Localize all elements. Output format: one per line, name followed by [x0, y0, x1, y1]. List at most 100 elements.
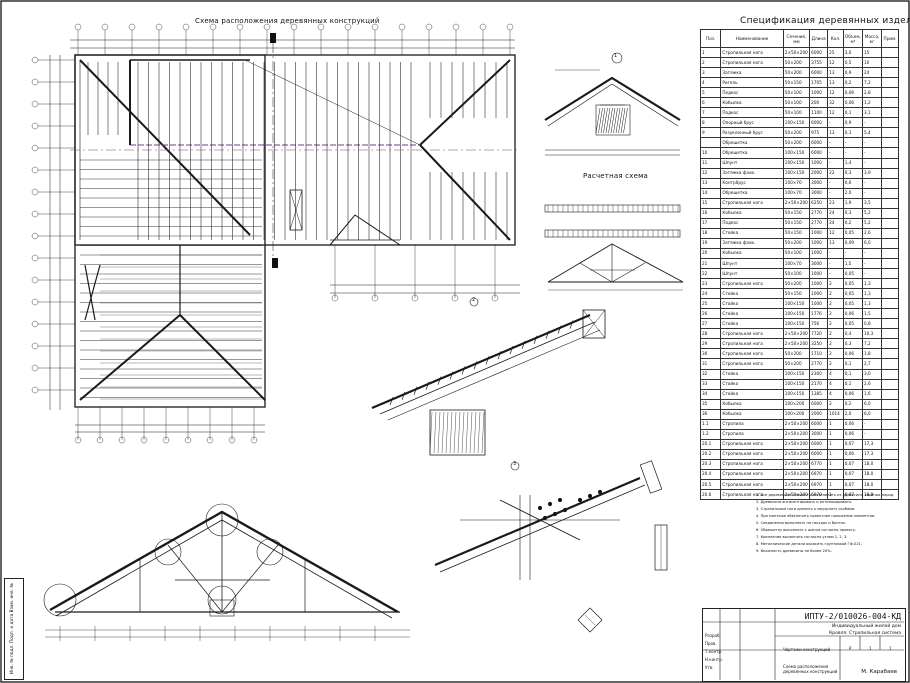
- spec-cell: 23: [699, 278, 722, 290]
- spec-cell: 0,1: [842, 127, 863, 139]
- spec-cell: Стропильная нога: [720, 46, 784, 59]
- spec-cell: Стропильная нога: [720, 338, 784, 350]
- spec-cell: [881, 46, 899, 59]
- role-tech-control: Т.контр.: [705, 649, 723, 654]
- spec-cell: 24: [827, 207, 844, 219]
- spec-cell: 6000: [809, 438, 829, 450]
- spec-cell: 32: [699, 368, 722, 380]
- spec-cell: 2×50×200: [782, 328, 811, 340]
- spec-cell: 30: [699, 348, 722, 360]
- spec-cell: 6000: [809, 147, 829, 159]
- spec-cell: 13: [827, 67, 844, 79]
- spec-cell: 1,5: [842, 257, 863, 270]
- spec-cell: 7,2: [861, 77, 883, 89]
- spec-cell: -: [861, 157, 883, 169]
- spec-cell: 0,1: [842, 358, 863, 370]
- spec-cell: 18,0: [861, 458, 883, 470]
- spec-cell: 0,05: [842, 268, 863, 280]
- spec-cell: 1,6: [861, 388, 883, 400]
- spec-cell: 1,4: [842, 157, 863, 169]
- spec-cell: Стропила: [720, 418, 784, 430]
- spec-header-cell: Объем, м³: [842, 29, 863, 48]
- spec-cell: 1: [827, 418, 844, 430]
- spec-cell: 0,05: [842, 278, 863, 290]
- spec-cell: 2: [699, 57, 722, 69]
- spec-cell: 100×150: [782, 117, 811, 129]
- spec-cell: 6000: [809, 67, 829, 79]
- spec-cell: 17,3: [861, 448, 883, 460]
- spec-cell: -: [861, 428, 883, 440]
- spec-cell: 20.4: [699, 468, 722, 481]
- spec-cell: 2770: [809, 358, 829, 370]
- spec-header-cell: Наименование: [720, 29, 784, 48]
- spec-cell: 10,3: [861, 328, 883, 340]
- spec-cell: -: [827, 137, 844, 149]
- spec-cell: 1.1: [699, 418, 722, 430]
- spec-cell: 50×150: [782, 217, 811, 229]
- spec-cell: Подкос: [720, 107, 784, 119]
- spec-cell: 2: [827, 348, 844, 360]
- spec-cell: 50×150: [782, 207, 811, 219]
- spec-cell: 2×50×200: [782, 448, 811, 460]
- spec-cell: 2×50×200: [782, 338, 811, 350]
- note-line: 4. При монтаже обеспечить проектное поло…: [756, 514, 876, 518]
- spec-cell: [881, 177, 899, 189]
- spec-cell: 6,0: [861, 408, 883, 420]
- spec-title: Спецификация деревянных изделий: [740, 16, 910, 26]
- spec-cell: [881, 288, 899, 300]
- spec-cell: 13: [699, 177, 722, 189]
- spec-cell: 100×150: [782, 318, 811, 330]
- spec-cell: [881, 117, 899, 129]
- spec-cell: 1014: [827, 408, 844, 420]
- spec-cell: 6000: [809, 117, 829, 129]
- spec-cell: 3000: [809, 257, 829, 270]
- spec-cell: 100×150: [782, 378, 811, 390]
- note-line: 3. Стропильные ноги крепить к мауэрлату …: [756, 507, 856, 511]
- spec-cell: 0,6: [842, 177, 863, 189]
- spec-cell: -: [827, 268, 844, 280]
- note-line: 6. Обрешетку выполнять с шагом согласно …: [756, 528, 857, 532]
- spec-cell: Разуклонный брус: [720, 127, 784, 139]
- spec-cell: 100×150: [782, 308, 811, 320]
- spec-cell: 1000: [809, 278, 829, 290]
- spec-cell: [881, 137, 899, 149]
- spec-cell: 24: [827, 217, 844, 229]
- spec-cell: 20.1: [699, 438, 722, 450]
- spec-cell: 0,07: [842, 438, 863, 450]
- spec-cell: 2,6: [861, 227, 883, 239]
- spec-cell: 0,09: [842, 237, 863, 249]
- spec-cell: 35: [699, 398, 722, 410]
- spec-cell: [881, 207, 899, 219]
- spec-cell: 26: [699, 308, 722, 320]
- spec-header-cell: Сечение, мм: [782, 29, 811, 48]
- spec-cell: 50×200: [782, 57, 811, 69]
- spec-cell: 3000: [809, 187, 829, 199]
- spec-cell: -: [861, 177, 883, 189]
- spec-cell: 1000: [809, 288, 829, 300]
- spec-cell: 3,9: [861, 167, 883, 179]
- side-frame: Инв. № подл. Подп. и дата Взам. инв. №: [4, 578, 24, 680]
- spec-cell: [881, 57, 899, 69]
- spec-cell: 975: [809, 127, 829, 139]
- spec-cell: 0,05: [842, 227, 863, 239]
- spec-cell: 1: [699, 46, 722, 59]
- spec-cell: [881, 167, 899, 179]
- spec-cell: Кобылка: [720, 408, 784, 420]
